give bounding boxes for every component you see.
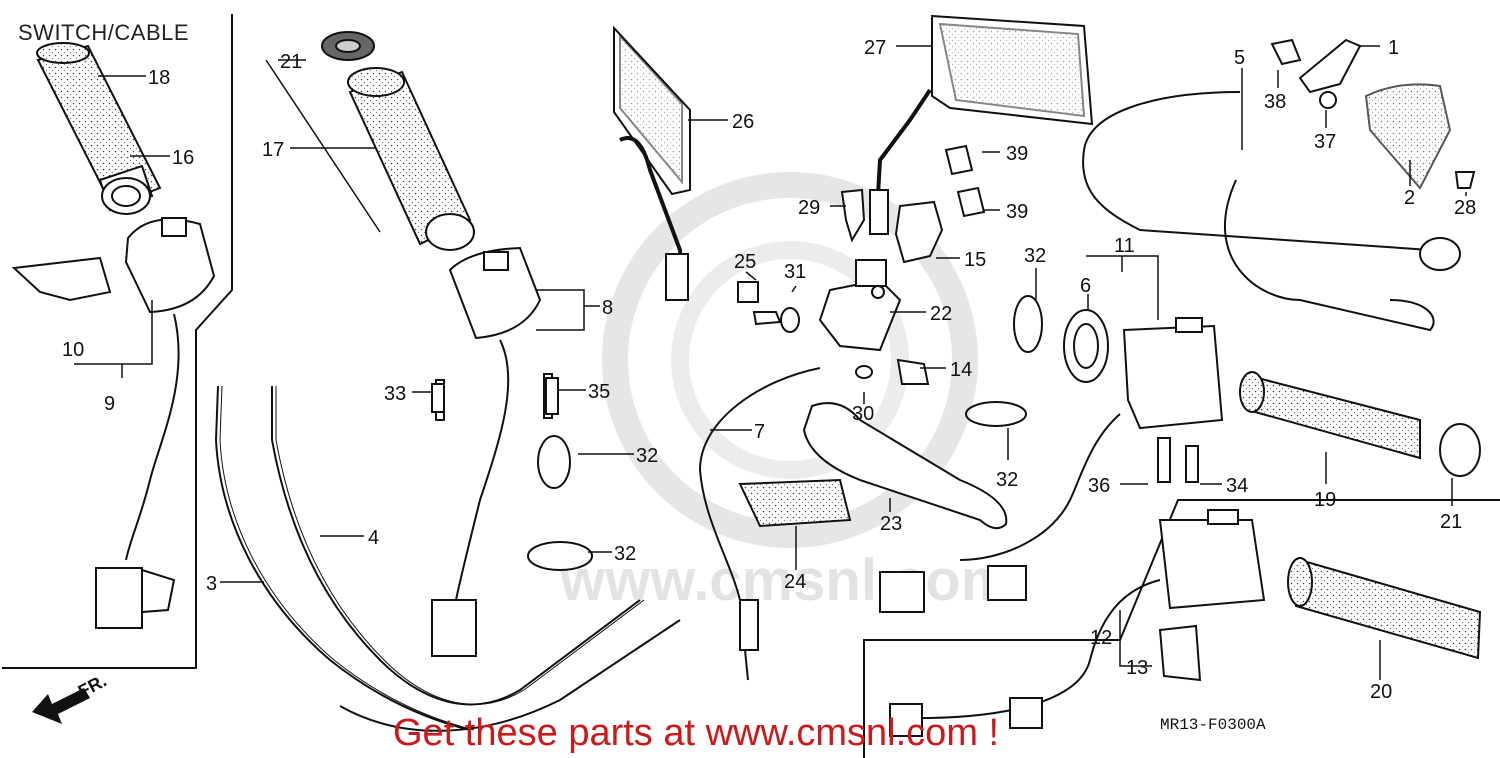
callout-36: 36	[1088, 475, 1110, 497]
callout-28: 28	[1454, 197, 1476, 219]
throttle-cables	[214, 385, 681, 732]
callout-16: 16	[172, 147, 194, 169]
small-hardware	[431, 38, 1476, 483]
watermark-logo: www.cmsnl.com	[559, 172, 1012, 613]
callout-8: 8	[602, 297, 613, 319]
callout-4: 4	[368, 527, 379, 549]
callout-39-a: 39	[1006, 143, 1028, 165]
callout-39-b: 39	[1006, 201, 1028, 223]
lever-assembly	[698, 200, 1008, 681]
callout-5: 5	[1234, 47, 1245, 69]
callout-14: 14	[950, 359, 972, 381]
cable-ties	[527, 295, 1043, 571]
mirror-26	[613, 25, 691, 301]
callout-21-right: 21	[1440, 511, 1462, 533]
diagram-title: SWITCH/CABLE	[18, 20, 190, 45]
callout-17: 17	[262, 139, 284, 161]
drawing-code: MR13-F0300A	[1160, 716, 1266, 734]
left-grip-assembly	[11, 42, 216, 629]
choke-cable	[1082, 83, 1461, 332]
callout-26: 26	[732, 111, 754, 133]
leader-lines	[74, 45, 1467, 680]
callout-21-left: 21	[280, 51, 302, 73]
callout-30: 30	[852, 403, 874, 425]
watermark-text: www.cmsnl.com	[559, 548, 1012, 613]
callout-18: 18	[148, 67, 170, 89]
callout-32-b: 32	[614, 543, 636, 565]
callout-9: 9	[104, 393, 115, 415]
footer-link-text[interactable]: Get these parts at www.cmsnl.com !	[393, 712, 1000, 754]
callout-32-c: 32	[1024, 245, 1046, 267]
callout-27: 27	[864, 37, 886, 59]
callout-38: 38	[1264, 91, 1286, 113]
callout-20: 20	[1370, 681, 1392, 703]
callout-12: 12	[1090, 627, 1112, 649]
callout-3: 3	[206, 573, 217, 595]
callout-1: 1	[1388, 37, 1399, 59]
callout-35: 35	[588, 381, 610, 403]
right-switch-assembly	[879, 309, 1481, 613]
callout-15: 15	[964, 249, 986, 271]
callout-37: 37	[1314, 131, 1336, 153]
right-lower-switch	[889, 509, 1482, 737]
callout-32-d: 32	[996, 469, 1018, 491]
mirror-27	[869, 14, 1094, 235]
callout-29: 29	[798, 197, 820, 219]
callout-23: 23	[880, 513, 902, 535]
callout-6: 6	[1080, 275, 1091, 297]
callout-2: 2	[1404, 187, 1415, 209]
callout-labels: 1 2 3 4 5 6 7 8 9 10 11 12 13 14 15 16 1…	[62, 37, 1476, 703]
callout-25: 25	[734, 251, 756, 273]
callout-24: 24	[784, 571, 806, 593]
callout-22: 22	[930, 303, 952, 325]
front-arrow-icon	[32, 688, 90, 724]
callout-33: 33	[384, 383, 406, 405]
callout-13: 13	[1126, 657, 1148, 679]
callout-10: 10	[62, 339, 84, 361]
callout-34: 34	[1226, 475, 1248, 497]
callout-31: 31	[784, 261, 806, 283]
callout-32-a: 32	[636, 445, 658, 467]
callout-7: 7	[754, 421, 765, 443]
centre-grip-assembly	[321, 31, 553, 657]
callout-11: 11	[1114, 235, 1135, 257]
callout-19: 19	[1314, 489, 1336, 511]
